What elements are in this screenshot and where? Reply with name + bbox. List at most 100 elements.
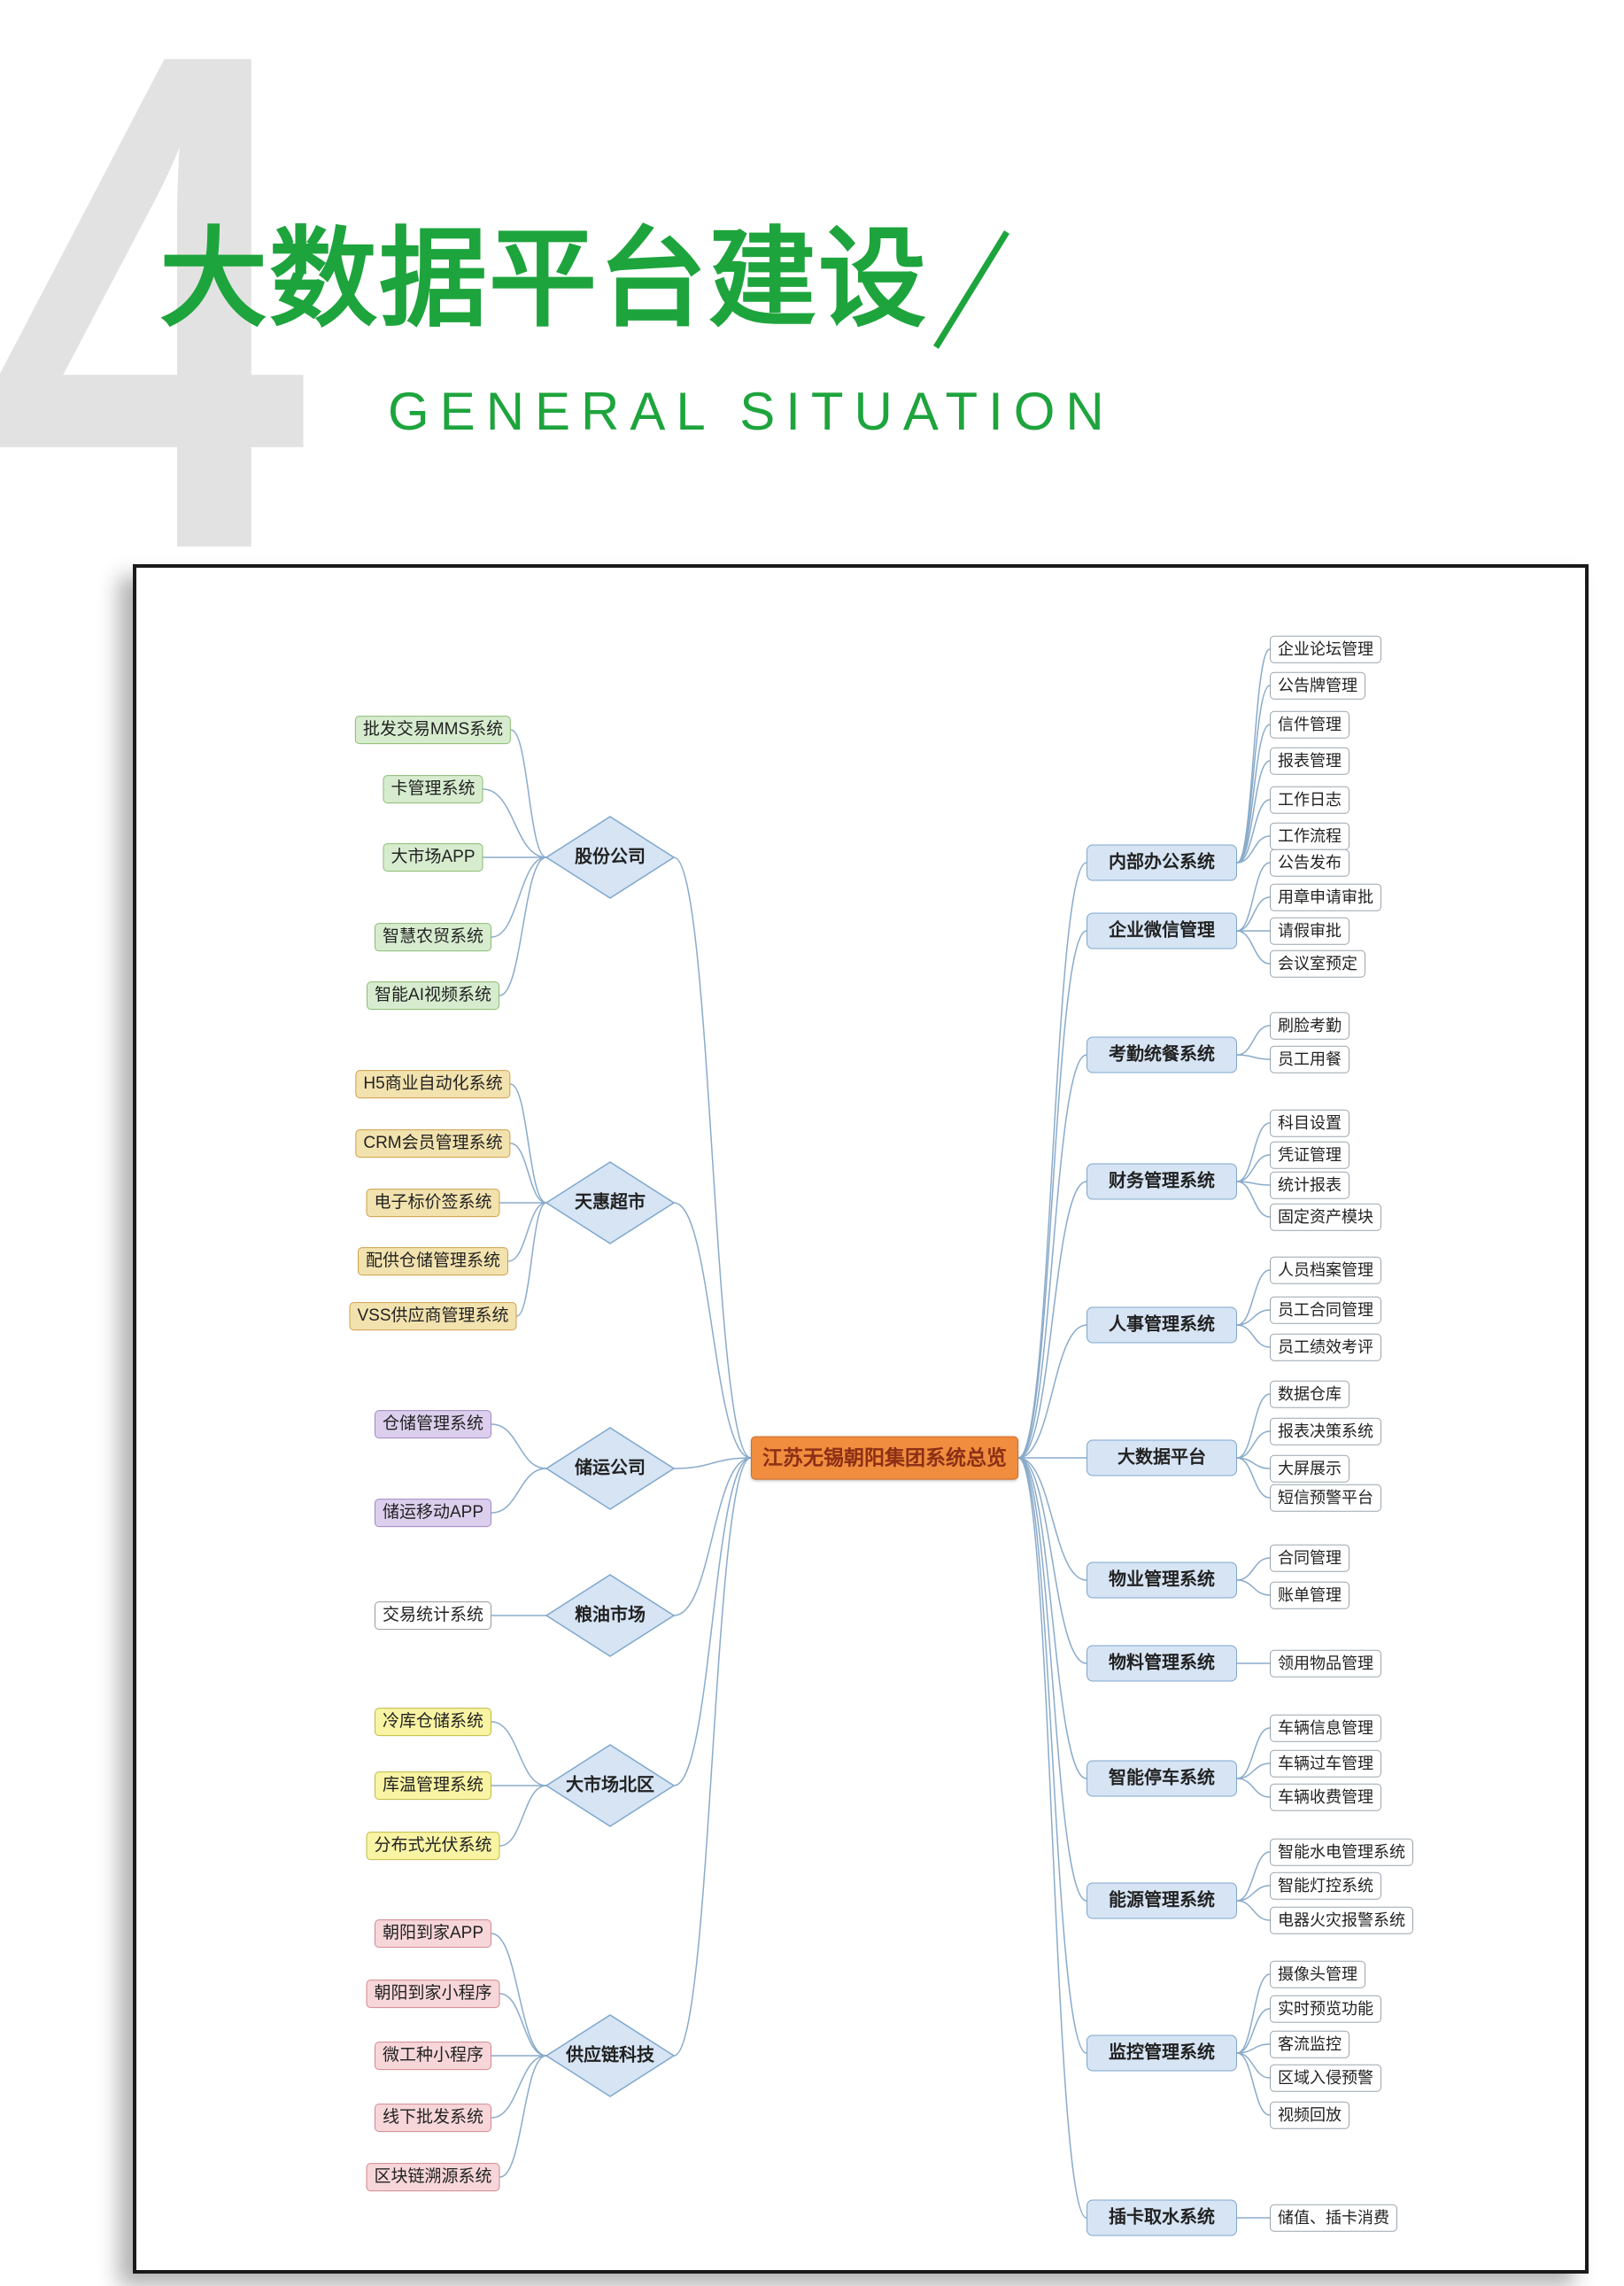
- connector-line: [510, 1083, 547, 1204]
- left-branch-diamond: [545, 816, 676, 899]
- right-branch-node: 大数据平台: [1087, 1439, 1237, 1476]
- left-branch-node: 天惠超市: [575, 1192, 646, 1213]
- root-node: 江苏无锡朝阳集团系统总览: [751, 1436, 1018, 1480]
- left-branch-node: 储运公司: [575, 1458, 646, 1478]
- connector-line: [1017, 1457, 1087, 1581]
- connector-line: [507, 1202, 547, 1262]
- right-child-node: 企业论坛管理: [1270, 635, 1381, 663]
- connector-line: [1017, 1457, 1087, 1664]
- connector-line: [1236, 1393, 1271, 1459]
- left-child-node: 冷库仓储系统: [374, 1708, 492, 1736]
- right-child-node: 合同管理: [1270, 1544, 1349, 1572]
- connector-line: [1017, 1457, 1087, 2054]
- connector-line: [499, 856, 547, 996]
- left-child-node: 朝阳到家APP: [374, 1919, 492, 1948]
- connector-line: [1236, 1557, 1271, 1581]
- left-child-node: 分布式光伏系统: [366, 1832, 500, 1860]
- connector-line: [1017, 1181, 1087, 1459]
- right-child-node: 科目设置: [1270, 1109, 1349, 1137]
- connector-line: [491, 1423, 547, 1469]
- connector-line: [1236, 1457, 1271, 1499]
- connector-line: [1236, 760, 1271, 864]
- left-child-node: CRM会员管理系统: [355, 1129, 511, 1158]
- right-child-node: 车辆过车管理: [1270, 1749, 1381, 1778]
- connector-line: [1017, 1324, 1087, 1459]
- connector-line: [1236, 1579, 1271, 1596]
- connector-line: [1236, 2008, 1271, 2054]
- connector-line: [1236, 1727, 1271, 1779]
- right-child-node: 车辆收费管理: [1270, 1783, 1381, 1811]
- connector-line: [483, 788, 547, 858]
- right-branch-node: 考勤统餐系统: [1087, 1036, 1237, 1073]
- connector-line: [1236, 724, 1271, 864]
- connector-line: [1236, 1154, 1271, 1182]
- right-branch-node: 智能停车系统: [1087, 1760, 1237, 1797]
- connector-line: [510, 1143, 547, 1204]
- left-branch-node: 供应链科技: [566, 2045, 654, 2065]
- right-child-node: 工作流程: [1270, 822, 1349, 850]
- right-child-node: 领用物品管理: [1270, 1649, 1381, 1678]
- connector-line: [1236, 1122, 1271, 1182]
- left-branch-node: 粮油市场: [575, 1605, 646, 1625]
- mindmap-nodes-layer: 江苏无锡朝阳集团系统总览 股份公司 批发交易MMS系统卡管理系统大市场APP 智慧农贸…: [136, 568, 1585, 2270]
- connector-lines-layer: [483, 648, 1271, 2219]
- connector-line: [1236, 930, 1271, 965]
- connector-line: [1236, 1763, 1271, 1779]
- left-child-node: VSS供应商管理系统: [349, 1302, 517, 1330]
- right-child-node: 员工绩效考评: [1270, 1333, 1381, 1361]
- connector-line: [1236, 1973, 1271, 2054]
- connector-line: [491, 1468, 547, 1514]
- left-child-node: 微工种小程序: [374, 2042, 492, 2070]
- left-child-node: 批发交易MMS系统: [354, 716, 512, 744]
- left-child-node: 智慧农贸系统: [374, 923, 492, 951]
- left-branch-diamond: [545, 1161, 676, 1244]
- right-child-node: 刷脸考勤: [1270, 1011, 1349, 1040]
- right-child-node: 智能灯控系统: [1270, 1871, 1381, 1900]
- connector-line: [1017, 930, 1087, 1459]
- connector-line: [1236, 1054, 1271, 1060]
- connector-line: [673, 1202, 752, 1459]
- connector-line: [1236, 1430, 1271, 1459]
- right-child-node: 用章申请审批: [1270, 883, 1381, 911]
- right-child-node: 公告牌管理: [1270, 671, 1365, 700]
- page-subtitle: GENERAL SITUATION: [388, 382, 1115, 441]
- connector-line: [1017, 862, 1087, 1459]
- connector-line: [1236, 799, 1271, 864]
- right-child-node: 人员档案管理: [1270, 1256, 1381, 1284]
- connector-line: [510, 729, 547, 858]
- right-branch-node: 财务管理系统: [1087, 1163, 1237, 1200]
- right-child-node: 请假审批: [1270, 917, 1349, 945]
- connector-line: [1236, 1025, 1271, 1056]
- right-branch-node: 物料管理系统: [1087, 1645, 1237, 1682]
- edges-group: [483, 648, 1271, 2219]
- left-child-node: 大市场APP: [383, 843, 483, 872]
- left-child-node: 卡管理系统: [383, 775, 483, 803]
- connector-line: [499, 1785, 547, 1847]
- connector-line: [516, 1202, 547, 1317]
- right-branch-node: 能源管理系统: [1087, 1882, 1237, 1919]
- left-branch-diamond: [545, 2014, 676, 2097]
- left-child-node: H5商业自动化系统: [355, 1070, 511, 1098]
- right-child-node: 数据仓库: [1270, 1380, 1349, 1408]
- left-child-node: 配供仓储管理系统: [357, 1247, 509, 1275]
- right-child-node: 固定资产模块: [1270, 1203, 1381, 1231]
- right-child-node: 工作日志: [1270, 786, 1349, 814]
- left-child-node: 电子标价签系统: [366, 1189, 500, 1217]
- left-branch-node: 股份公司: [575, 847, 646, 867]
- right-branch-node: 监控管理系统: [1087, 2034, 1237, 2072]
- right-child-node: 账单管理: [1270, 1581, 1349, 1609]
- right-child-node: 区域入侵预警: [1270, 2064, 1381, 2092]
- connector-line: [673, 1457, 752, 1786]
- connector-line: [491, 1933, 547, 2057]
- right-child-node: 客流监控: [1270, 2030, 1349, 2058]
- connector-line: [1236, 1324, 1271, 1348]
- connector-line: [1236, 1851, 1271, 1902]
- right-child-node: 员工合同管理: [1270, 1296, 1381, 1324]
- right-child-node: 会议室预定: [1270, 949, 1365, 978]
- connector-line: [1236, 896, 1271, 932]
- right-child-node: 大屏展示: [1270, 1454, 1349, 1483]
- connector-line: [491, 1721, 547, 1786]
- left-branch-diamond: [545, 1744, 676, 1827]
- right-child-node: 统计报表: [1270, 1171, 1349, 1199]
- connector-line: [491, 856, 547, 938]
